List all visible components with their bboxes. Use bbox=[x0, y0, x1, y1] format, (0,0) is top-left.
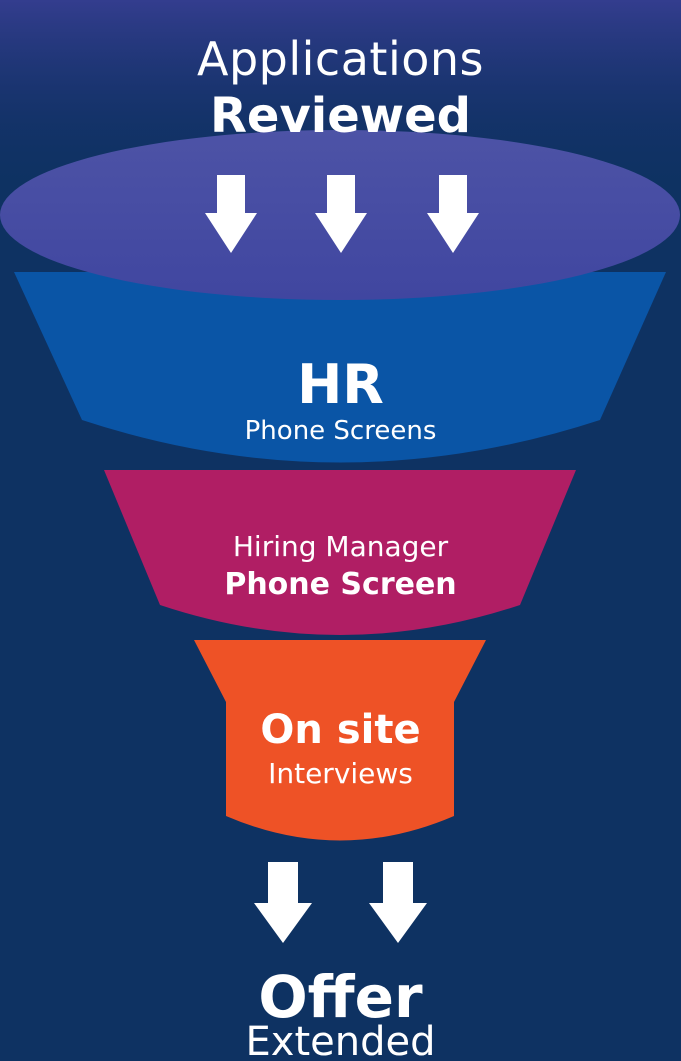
stage-hiring-manager-title: Hiring Manager bbox=[232, 530, 449, 563]
stage-hr-title: HR bbox=[297, 353, 384, 416]
down-arrow-icon bbox=[427, 175, 479, 253]
stage-onsite-subtitle: Interviews bbox=[268, 757, 413, 790]
outcome-subtitle: Extended bbox=[245, 1019, 436, 1061]
down-arrow-icon bbox=[369, 862, 427, 943]
down-arrow-icon bbox=[254, 862, 312, 943]
stage-hr-subtitle: Phone Screens bbox=[244, 416, 437, 446]
stage-hiring-manager-band bbox=[104, 470, 576, 635]
stage-applications-subtitle: Reviewed bbox=[209, 88, 472, 144]
down-arrow-icon bbox=[205, 175, 257, 253]
outcome-title: Offer bbox=[258, 963, 423, 1031]
stage-hr-band bbox=[14, 272, 666, 463]
stage-hiring-manager-subtitle: Phone Screen bbox=[224, 567, 457, 602]
stage-onsite-title: On site bbox=[260, 707, 421, 753]
down-arrow-icon bbox=[315, 175, 367, 253]
stage-onsite-band bbox=[194, 640, 486, 841]
stage-applications-title: Applications bbox=[197, 32, 484, 86]
